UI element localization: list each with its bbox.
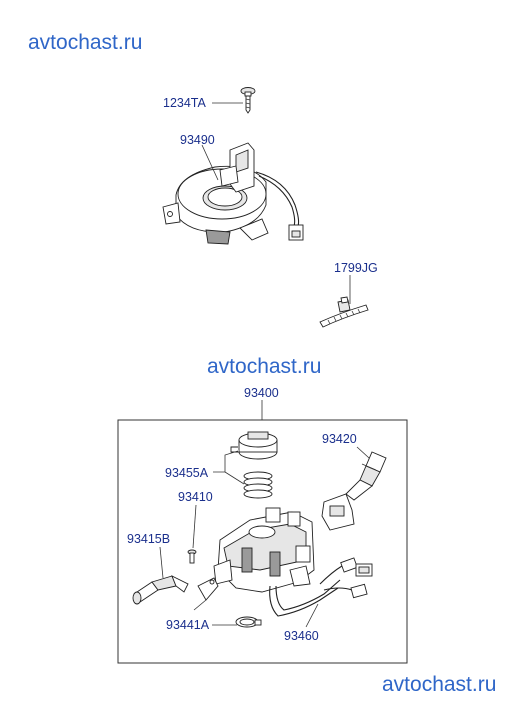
leader-clock-spring: [201, 144, 219, 181]
label-wiper-switch[interactable]: 93415B: [127, 532, 170, 546]
leader-wiper-switch: [159, 546, 164, 579]
leader-screw: [192, 504, 197, 549]
label-clock-spring[interactable]: 93490: [180, 133, 215, 147]
watermark-top: avtochast.ru: [28, 31, 142, 54]
label-clip[interactable]: 1799JG: [334, 261, 378, 275]
wiper-switch-part: [132, 575, 189, 605]
clock-spring-part: [162, 142, 304, 245]
cancel-cam-part: [230, 431, 278, 460]
switch-body-part: [213, 507, 315, 593]
ring-part: [235, 616, 262, 628]
label-light-switch[interactable]: 93420: [322, 432, 357, 446]
harness-part: [269, 557, 373, 617]
spring-part: [243, 471, 273, 499]
label-harness[interactable]: 93460: [284, 629, 319, 643]
label-ring[interactable]: 93441A: [166, 618, 210, 632]
watermark-bottom: avtochast.ru: [382, 673, 496, 696]
label-bolt[interactable]: 1234TA: [163, 96, 207, 110]
screw-part: [187, 549, 197, 564]
leader-harness: [305, 603, 319, 628]
label-screw[interactable]: 93410: [178, 490, 213, 504]
leader-cancel-cam: [213, 450, 239, 473]
light-switch-part: [321, 451, 387, 531]
bolt-part: [240, 87, 256, 114]
label-cancel-cam[interactable]: 93455A: [165, 466, 209, 480]
watermark-middle: avtochast.ru: [207, 355, 321, 378]
lever-bracket-part: [193, 577, 219, 611]
clip-part: [319, 296, 369, 328]
assembly-frame: [117, 419, 408, 664]
label-assembly[interactable]: 93400: [244, 386, 279, 400]
